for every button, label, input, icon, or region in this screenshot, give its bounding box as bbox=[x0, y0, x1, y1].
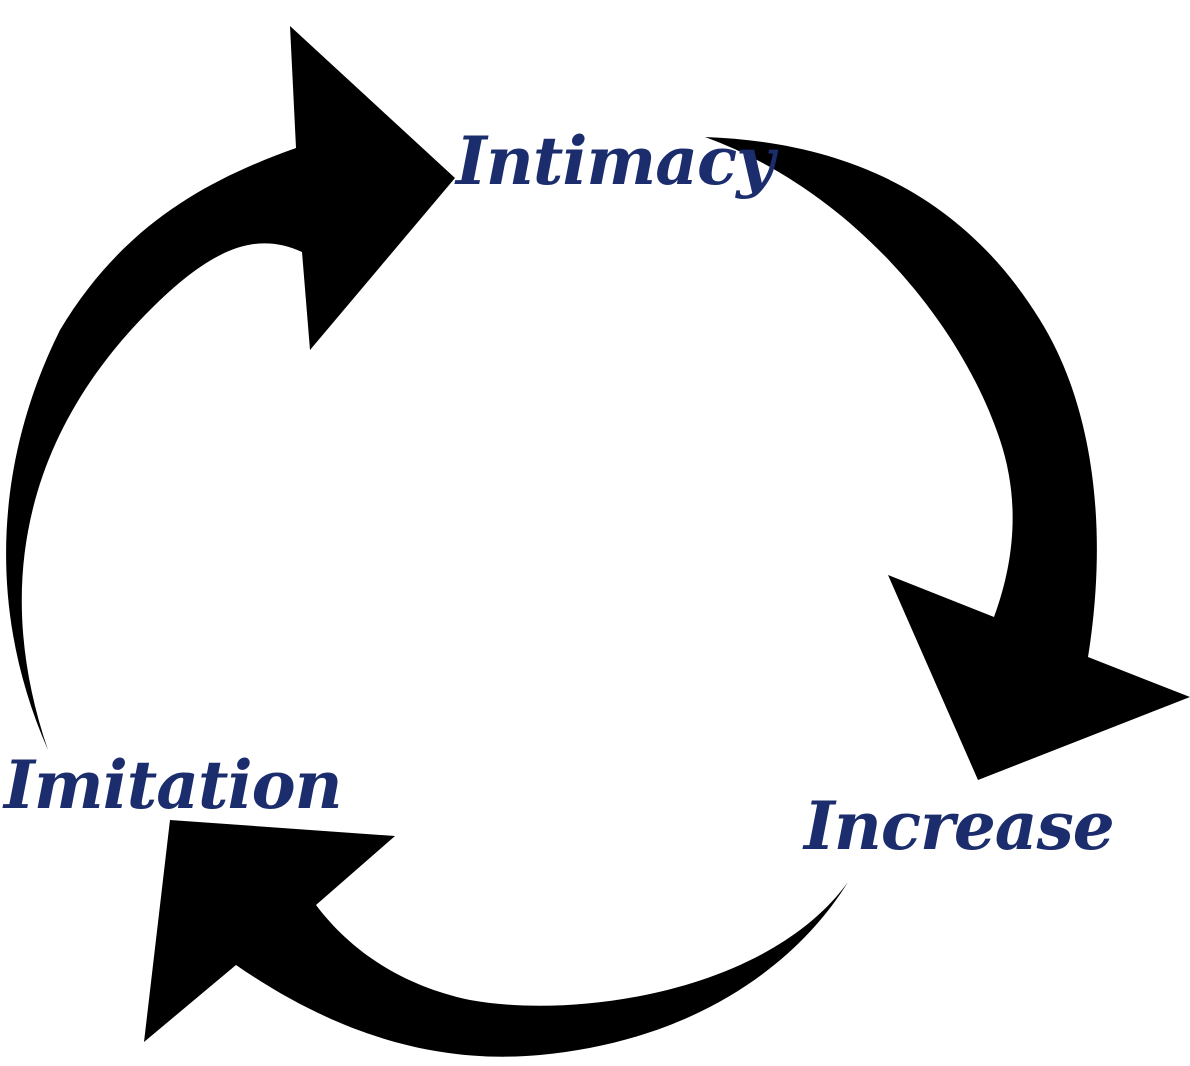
arrow-imitation-to-intimacy bbox=[6, 26, 455, 750]
node-label-imitation: Imitation bbox=[4, 746, 343, 824]
arrow-increase-to-imitation bbox=[144, 820, 848, 1057]
arrow-intimacy-to-increase bbox=[705, 137, 1190, 780]
node-label-increase: Increase bbox=[804, 787, 1115, 865]
node-label-intimacy: Intimacy bbox=[456, 122, 775, 200]
